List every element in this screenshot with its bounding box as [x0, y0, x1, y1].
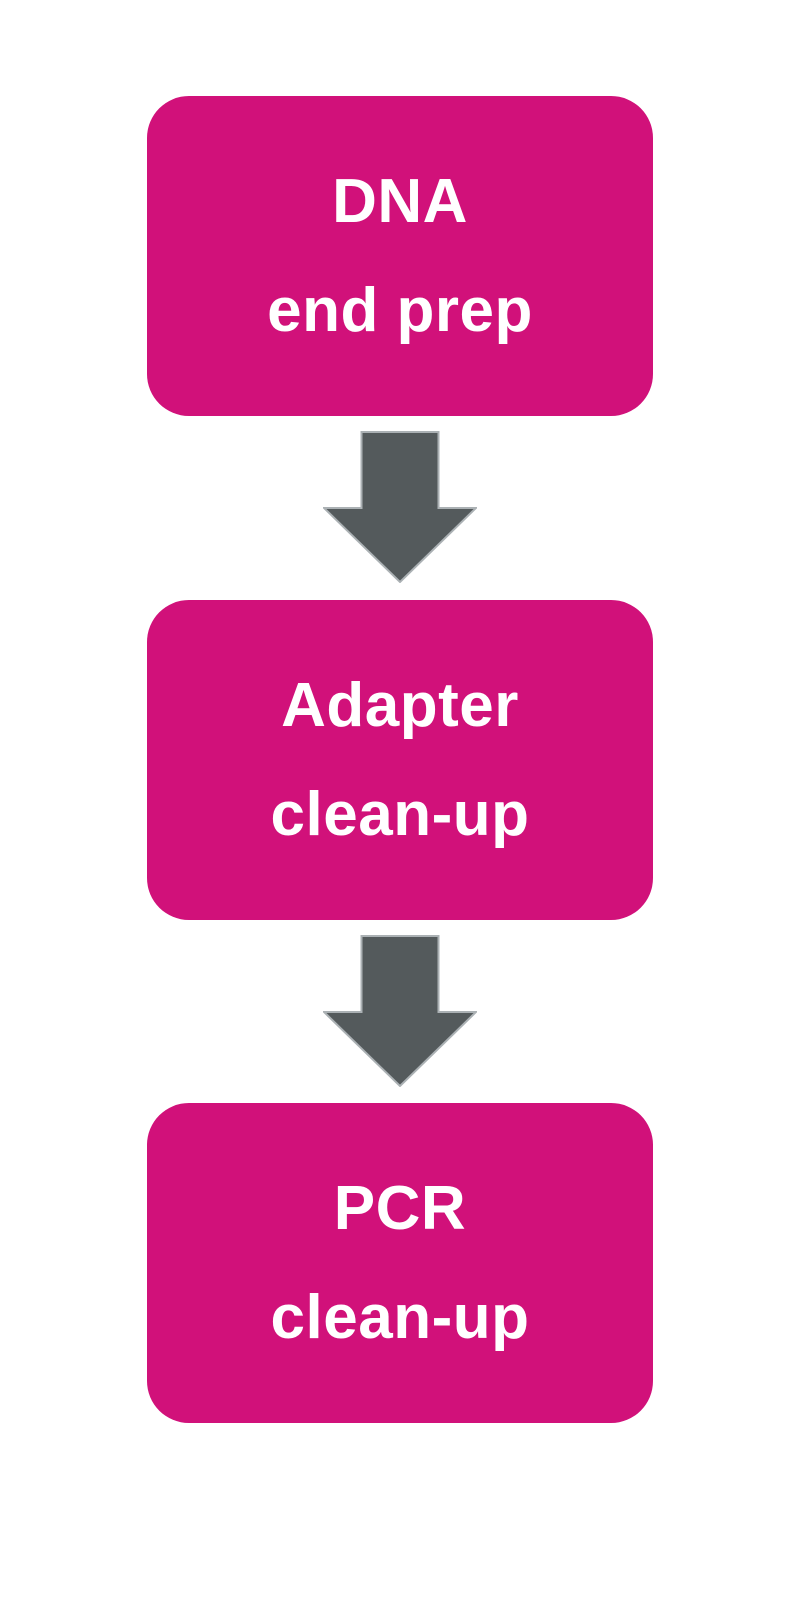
flow-node-adapter-clean-up: Adapter clean-up — [147, 600, 653, 920]
node-label-line-1: DNA — [332, 166, 468, 236]
down-arrow-icon — [323, 935, 477, 1087]
node-label: PCR clean-up — [271, 1154, 530, 1372]
node-label-line-2: clean-up — [270, 780, 530, 849]
flow-node-pcr-clean-up: PCR clean-up — [147, 1103, 653, 1423]
node-label-line-1: PCR — [333, 1173, 467, 1243]
node-label-line-1: Adapter — [281, 670, 519, 740]
node-label-line-2: clean-up — [270, 1283, 530, 1352]
node-label: Adapter clean-up — [271, 651, 530, 869]
node-label-line-2: end prep — [267, 276, 533, 345]
flow-node-dna-end-prep: DNA end prep — [147, 96, 653, 416]
down-arrow-icon — [323, 431, 477, 583]
node-label: DNA end prep — [267, 147, 533, 365]
